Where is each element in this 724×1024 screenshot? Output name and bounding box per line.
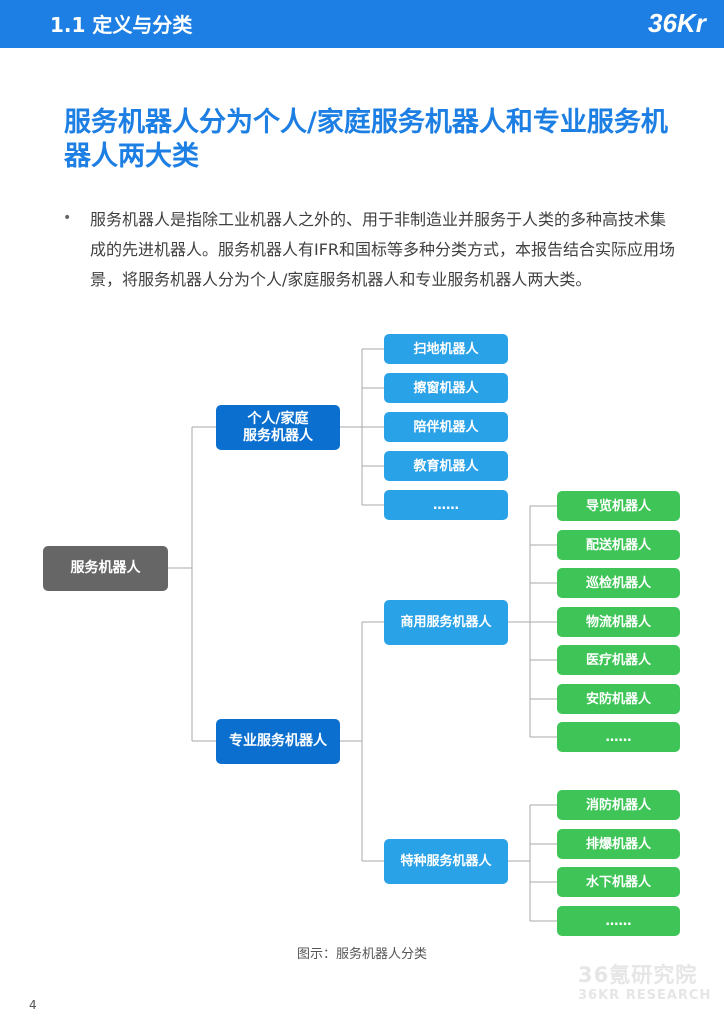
node-commercial-item: 巡检机器人 xyxy=(557,568,680,598)
node-personal: 个人/家庭 服务机器人 xyxy=(216,405,340,450)
node-personal-item: 擦窗机器人 xyxy=(384,373,508,403)
node-special-item: 水下机器人 xyxy=(557,867,680,897)
watermark: 36氪研究院 36KR RESEARCH xyxy=(578,962,714,1004)
node-special-item: …… xyxy=(557,906,680,936)
section-title: 1.1 定义与分类 xyxy=(50,13,193,37)
bullet-mark: • xyxy=(63,210,72,226)
logo-36kr-icon: 36Kr xyxy=(648,8,708,38)
node-commercial-item: 安防机器人 xyxy=(557,684,680,714)
classification-diagram: 服务机器人 个人/家庭 服务机器人 专业服务机器人 扫地机器人 擦窗机器人 陪伴… xyxy=(0,330,724,940)
node-personal-line2: 服务机器人 xyxy=(243,427,313,444)
header-bar: 1.1 定义与分类 36Kr xyxy=(0,0,724,48)
watermark-line2: 36KR RESEARCH xyxy=(578,988,712,1003)
node-personal-line1: 个人/家庭 xyxy=(247,410,309,427)
node-commercial-item: …… xyxy=(557,722,680,752)
figure-caption: 图示：服务机器人分类 xyxy=(296,947,427,962)
logo-text: 36Kr xyxy=(648,8,708,38)
node-special-item: 排爆机器人 xyxy=(557,829,680,859)
node-commercial-item: 物流机器人 xyxy=(557,607,680,637)
connector-lines xyxy=(168,348,557,922)
node-commercial-item: 导览机器人 xyxy=(557,491,680,521)
node-personal-item: 扫地机器人 xyxy=(384,334,508,364)
node-personal-item: …… xyxy=(384,490,508,520)
node-root: 服务机器人 xyxy=(43,546,168,591)
intro-paragraph: 服务机器人是指除工业机器人之外的、用于非制造业并服务于人类的多种高技术集成的先进… xyxy=(90,210,676,289)
node-personal-item: 陪伴机器人 xyxy=(384,412,508,442)
node-commercial-item: 医疗机器人 xyxy=(557,645,680,675)
node-special: 特种服务机器人 xyxy=(384,839,508,884)
node-special-item: 消防机器人 xyxy=(557,790,680,820)
watermark-line1: 36氪研究院 xyxy=(578,963,698,987)
page-number: 4 xyxy=(29,998,37,1012)
page-title: 服务机器人分为个人/家庭服务机器人和专业服务机器人两大类 xyxy=(64,107,668,172)
node-personal-item: 教育机器人 xyxy=(384,451,508,481)
node-commercial-item: 配送机器人 xyxy=(557,530,680,560)
node-commercial: 商用服务机器人 xyxy=(384,600,508,645)
node-professional: 专业服务机器人 xyxy=(216,719,340,764)
